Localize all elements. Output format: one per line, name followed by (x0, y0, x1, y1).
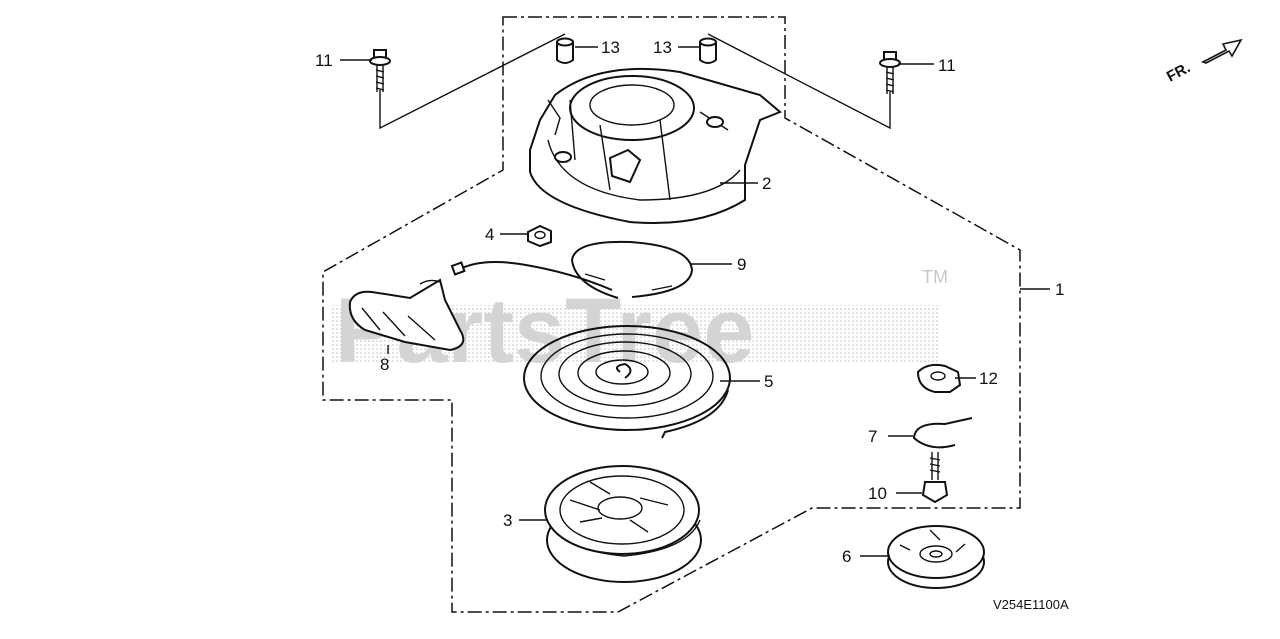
bolt-guide-left (379, 33, 566, 130)
starter-case (529, 67, 782, 225)
callout-1: 1 (1055, 280, 1064, 299)
ratchet (916, 363, 962, 393)
callout-4: 4 (485, 225, 494, 244)
assembly-boundary (322, 16, 1021, 613)
leader-lines (340, 46, 1050, 557)
hex-nut (527, 224, 552, 248)
drawing-code: V254E1100A (993, 597, 1069, 612)
callout-2: 2 (762, 174, 771, 193)
bolt-guide-right (707, 33, 891, 130)
front-arrow-icon (1200, 38, 1243, 64)
callout-11-left: 11 (315, 51, 333, 70)
flange-bolt-right (879, 51, 901, 94)
collar-left (556, 37, 574, 64)
front-direction-indicator: FR. (1164, 38, 1243, 86)
starter-grip (348, 278, 465, 352)
callout-9: 9 (737, 255, 746, 274)
callout-5: 5 (764, 372, 773, 391)
ratchet-spring (912, 417, 973, 449)
drive-pulley (887, 525, 985, 589)
front-direction-label: FR. (1164, 59, 1193, 85)
callout-3: 3 (503, 511, 512, 530)
recoil-spring (523, 325, 731, 439)
starter-rope (450, 261, 613, 291)
collar-right (699, 37, 717, 64)
callout-11-right: 11 (938, 56, 956, 75)
callout-13-left: 13 (601, 38, 620, 57)
callout-12: 12 (979, 369, 998, 388)
callout-8: 8 (380, 355, 389, 374)
callout-labels: 11 13 13 11 2 4 9 1 8 5 12 7 10 3 6 (315, 38, 1064, 566)
starter-reel (544, 465, 702, 583)
friction-spring (570, 240, 694, 299)
callout-13-right: 13 (653, 38, 672, 57)
watermark-trademark: TM (922, 267, 948, 287)
setting-bolt (921, 452, 949, 504)
flange-bolt-left (369, 49, 391, 92)
callout-6: 6 (842, 547, 851, 566)
callout-7: 7 (868, 427, 877, 446)
callout-10: 10 (868, 484, 887, 503)
